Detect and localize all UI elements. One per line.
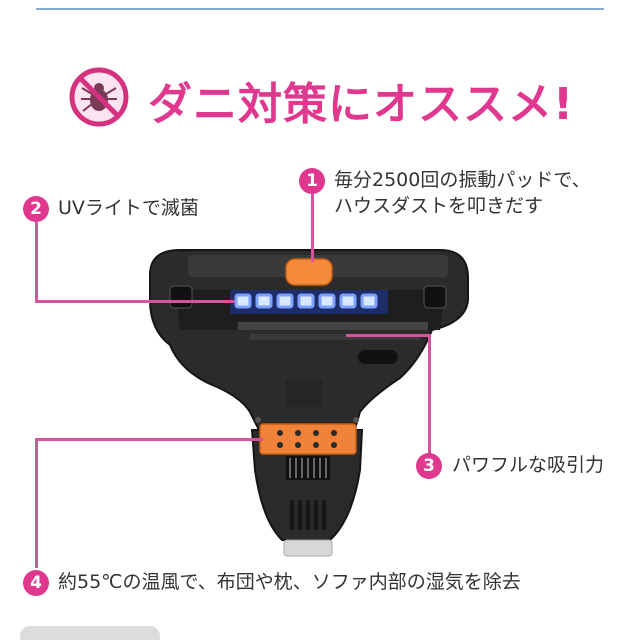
feature-3-badge: 3	[416, 453, 442, 479]
feature-3-label: パワフルな吸引力	[452, 454, 605, 476]
callout-line-4-h	[35, 438, 263, 441]
callout-line-1	[311, 194, 314, 262]
no-mite-icon	[69, 67, 129, 127]
feature-1-badge: 1	[299, 168, 325, 194]
feature-2-label: UVライトで滅菌	[58, 197, 199, 219]
feature-2-badge: 2	[23, 196, 49, 222]
feature-1-line2: ハウスダストを叩きだす	[334, 195, 544, 217]
callout-line-2	[35, 222, 38, 302]
top-divider	[36, 0, 604, 10]
feature-4-badge: 4	[23, 570, 49, 596]
feature-1-line1: 毎分2500回の振動パッドで、	[334, 169, 591, 191]
page-title: ダニ対策にオススメ!	[148, 79, 575, 130]
next-section-edge	[20, 626, 160, 640]
callout-line-4	[35, 438, 38, 568]
callout-line-3-v	[428, 334, 431, 462]
callout-line-3	[346, 334, 430, 337]
callout-line-2-h	[35, 300, 235, 303]
feature-4-label: 約55℃の温風で、布団や枕、ソファ内部の湿気を除去	[58, 571, 521, 593]
